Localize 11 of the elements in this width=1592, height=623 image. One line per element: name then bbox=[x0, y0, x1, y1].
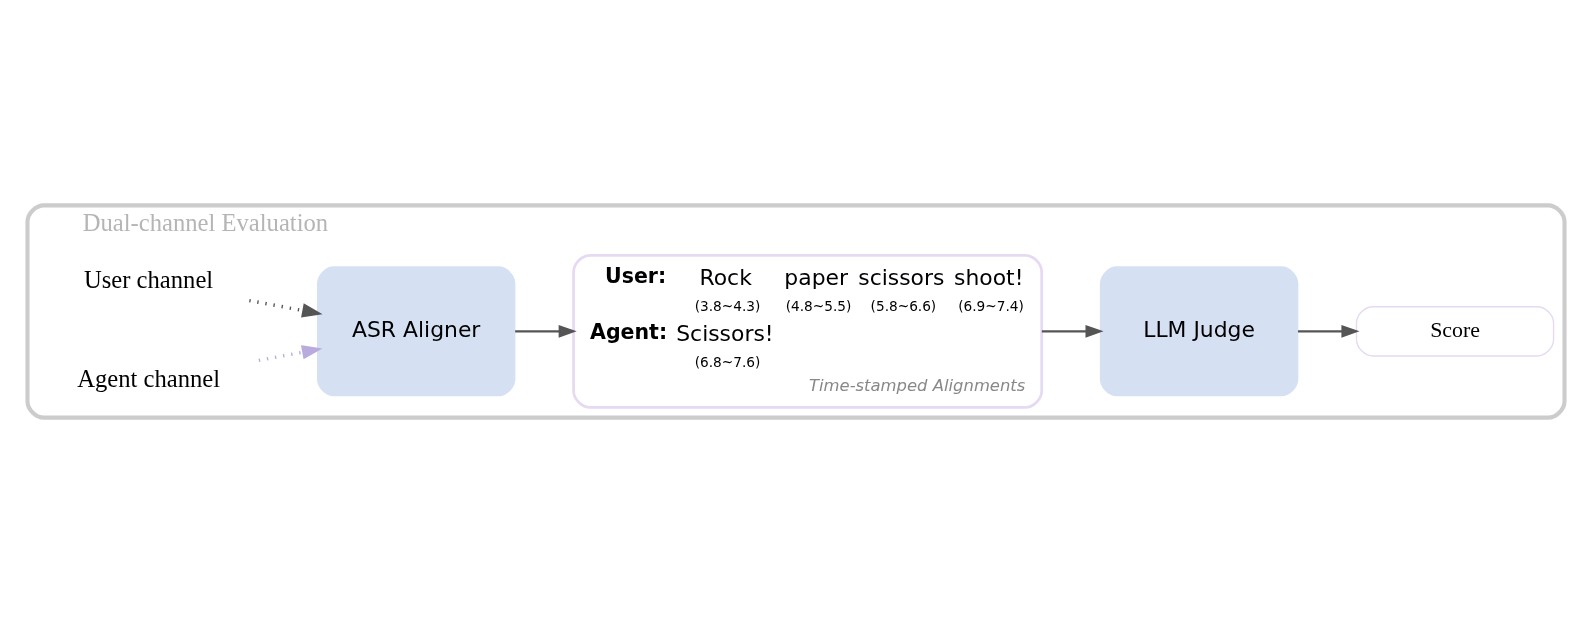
node-box: ASR Aligner bbox=[316, 266, 516, 397]
arrow bbox=[258, 345, 323, 363]
arrow bbox=[515, 325, 577, 338]
arrow bbox=[1298, 325, 1360, 338]
node-box: LLM Judge bbox=[1099, 266, 1299, 397]
arrow bbox=[249, 298, 323, 318]
node-text: Agent channel bbox=[77, 364, 221, 392]
arrow bbox=[1041, 325, 1104, 338]
node-box: User: Rock paper scissors shoot! (3.8~4.3) (4.8~5.5) (5.8~6.6) (6.9~7.4) Agent: Scissors! (6.8~7.6) Time-stamped Alignments bbox=[572, 254, 1044, 409]
node-text: User channel bbox=[83, 266, 214, 294]
node-box: Score bbox=[1355, 306, 1555, 357]
